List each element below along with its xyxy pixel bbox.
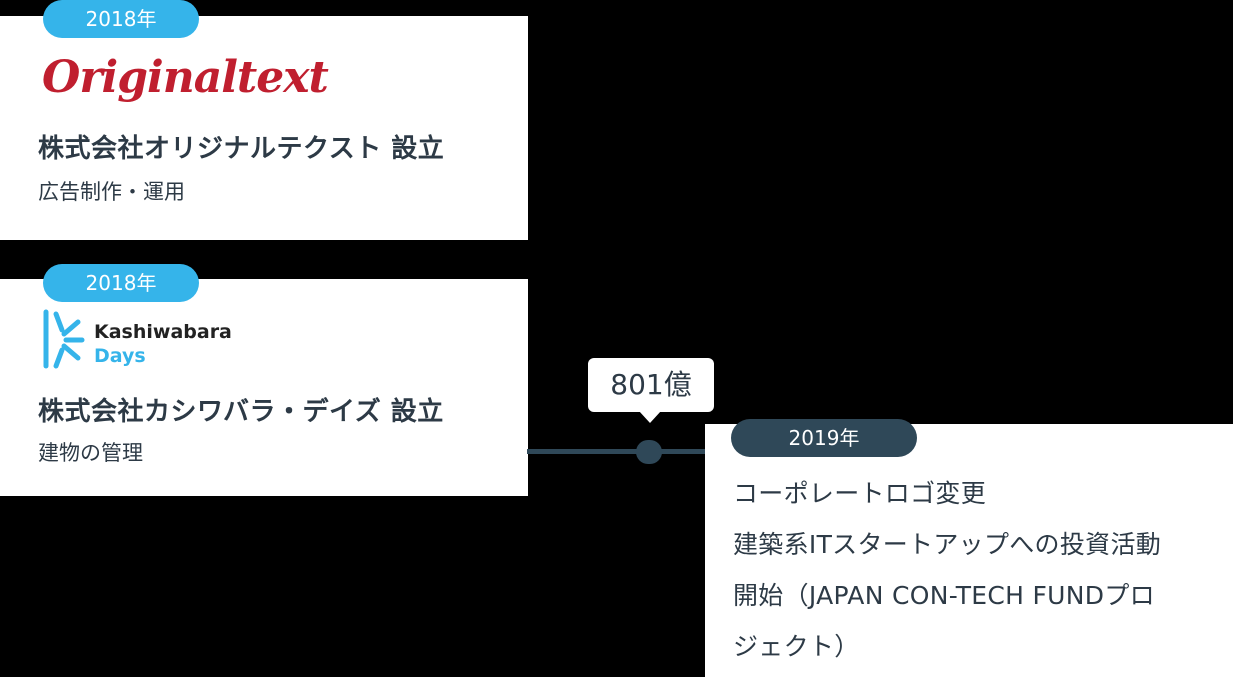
milestone-bubble: 801億 [588,358,714,412]
timeline-dot [636,440,662,464]
company-title: 株式会社カシワバラ・デイズ 設立 [38,397,444,427]
description-line: ジェクト） [733,632,860,661]
timeline-connector [527,449,705,454]
kashiwabara-days-logo-mark-icon [43,309,85,369]
description-line: コーポレートロゴ変更 [733,479,987,508]
milestone-bubble-tail [639,411,661,423]
kashiwabara-days-logo: Kashiwabara Days [42,308,242,370]
timeline-card-2019 [705,424,1233,677]
timeline-card-originaltext [0,16,528,240]
event-description: コーポレートロゴ変更 建築系ITスタートアップへの投資活動 開始（JAPAN C… [733,468,1161,672]
timeline-card-kashiwabara [0,279,528,496]
description-line: 開始（JAPAN CON-TECH FUNDプロ [733,581,1155,610]
company-subtitle: 広告制作・運用 [38,180,185,204]
year-badge: 2018年 [43,0,199,38]
days-word: Days [94,345,146,367]
description-line: 建築系ITスタートアップへの投資活動 [733,530,1162,559]
year-badge: 2018年 [43,264,199,302]
company-subtitle: 建物の管理 [38,441,143,465]
kashiwabara-word: Kashiwabara [94,321,232,343]
year-badge: 2019年 [731,419,917,457]
originaltext-logo: Originaltext [42,52,329,103]
company-title: 株式会社オリジナルテクスト 設立 [38,134,445,164]
